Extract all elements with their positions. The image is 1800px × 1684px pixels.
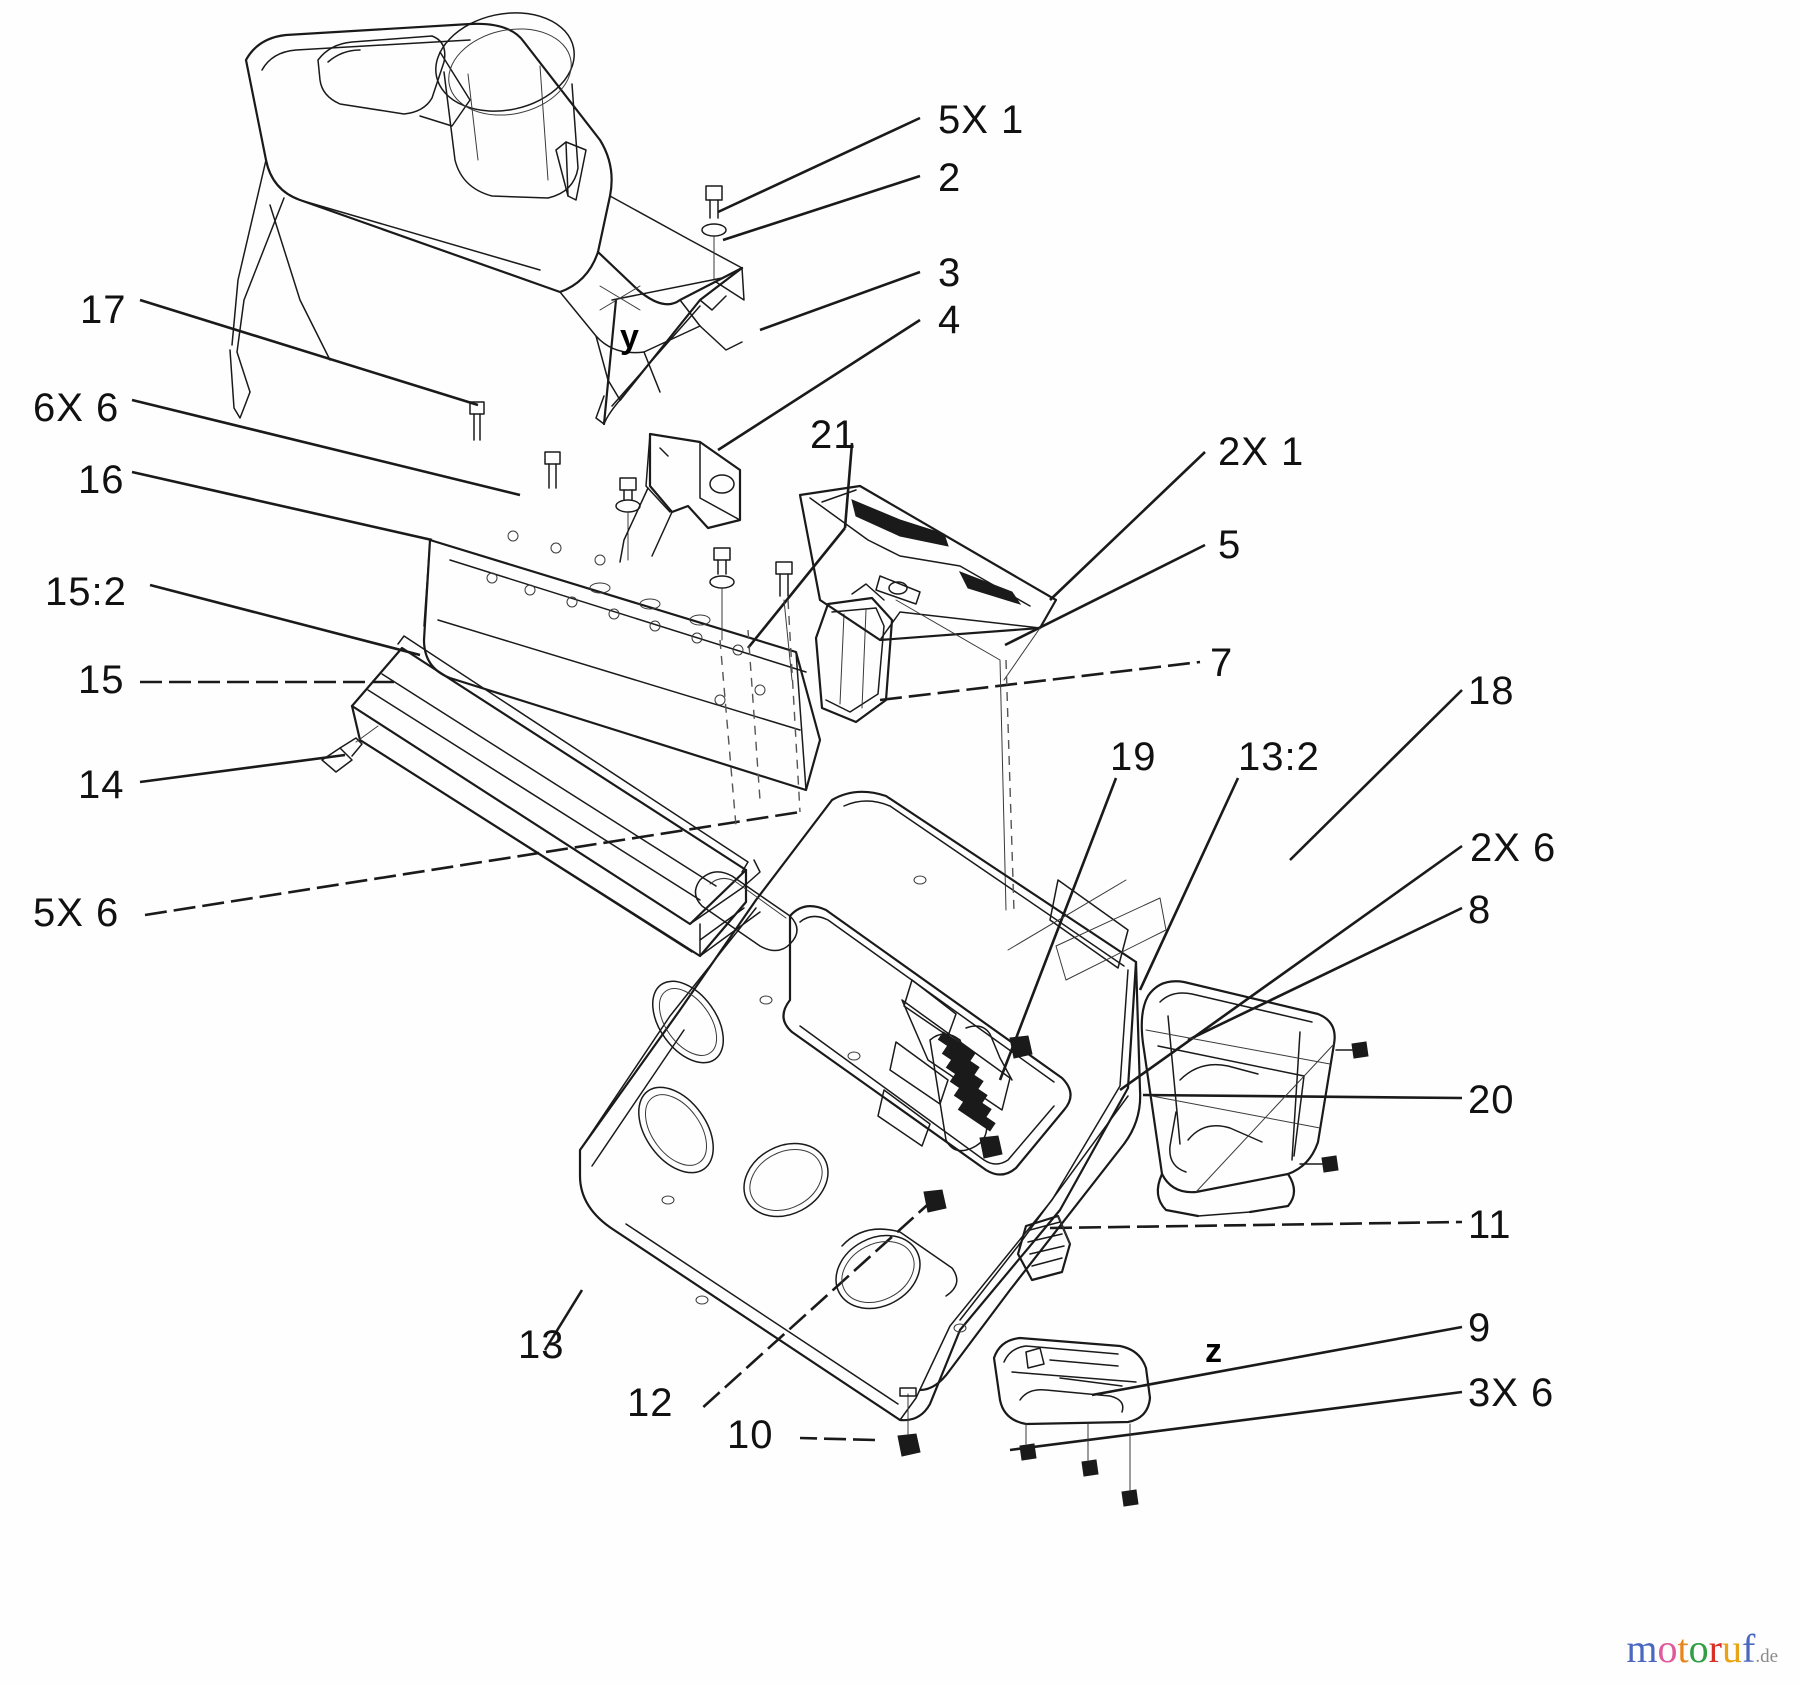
part-main-frame [578, 790, 1167, 1457]
part-decal-strip [798, 484, 1058, 911]
callout-15-2: 15:2 [45, 570, 127, 614]
watermark-letter-o1: o [1657, 1626, 1678, 1671]
callout-12: 12 [627, 1381, 674, 1425]
watermark-letter-u: u [1721, 1626, 1742, 1671]
callout-21: 21 [810, 413, 857, 457]
section-marker-y: y [620, 318, 639, 356]
watermark-letter-r: r [1708, 1626, 1722, 1671]
part-scraper-blade [321, 635, 761, 958]
callout-5x1: 5X 1 [938, 98, 1025, 142]
motoruf-watermark: motoruf.de [1626, 1625, 1778, 1672]
callout-8: 8 [1468, 888, 1492, 932]
watermark-letter-m: m [1626, 1626, 1658, 1671]
callout-13-2: 13:2 [1238, 735, 1320, 779]
callout-10: 10 [727, 1413, 774, 1457]
part-knob [1016, 1214, 1072, 1282]
watermark-letter-t: t [1677, 1626, 1689, 1671]
section-marker-z: z [1205, 1332, 1222, 1370]
part-chute-housing [229, 12, 745, 426]
callout-18: 18 [1468, 669, 1515, 713]
callout-2x6: 2X 6 [1470, 826, 1557, 870]
callout-3x6: 3X 6 [1468, 1371, 1555, 1415]
callout-7: 7 [1210, 641, 1234, 685]
callout-6x6: 6X 6 [33, 386, 120, 430]
callout-2: 2 [938, 156, 962, 200]
callout-17: 17 [80, 288, 127, 332]
assembly-reference-lines [719, 599, 1015, 913]
callout-4: 4 [938, 298, 962, 342]
callout-20: 20 [1468, 1078, 1515, 1122]
part-auger-housing [422, 401, 894, 792]
part-wire-basket [1140, 980, 1369, 1218]
callout-3: 3 [938, 251, 962, 295]
leader-lines [131, 116, 1463, 1452]
part-foot-pad [992, 1336, 1152, 1507]
callout-15: 15 [78, 658, 125, 702]
callout-14: 14 [78, 763, 125, 807]
watermark-letter-f: f [1741, 1626, 1756, 1671]
watermark-suffix: .de [1755, 1646, 1778, 1667]
watermark-letter-o2: o [1688, 1626, 1709, 1671]
callout-19: 19 [1110, 735, 1157, 779]
callout-16: 16 [78, 458, 125, 502]
callout-11: 11 [1468, 1203, 1512, 1247]
callout-9: 9 [1468, 1306, 1492, 1350]
callout-13: 13 [518, 1323, 565, 1367]
callout-5: 5 [1218, 523, 1242, 567]
callout-5x6: 5X 6 [33, 891, 120, 935]
callout-2x1: 2X 1 [1218, 430, 1305, 474]
